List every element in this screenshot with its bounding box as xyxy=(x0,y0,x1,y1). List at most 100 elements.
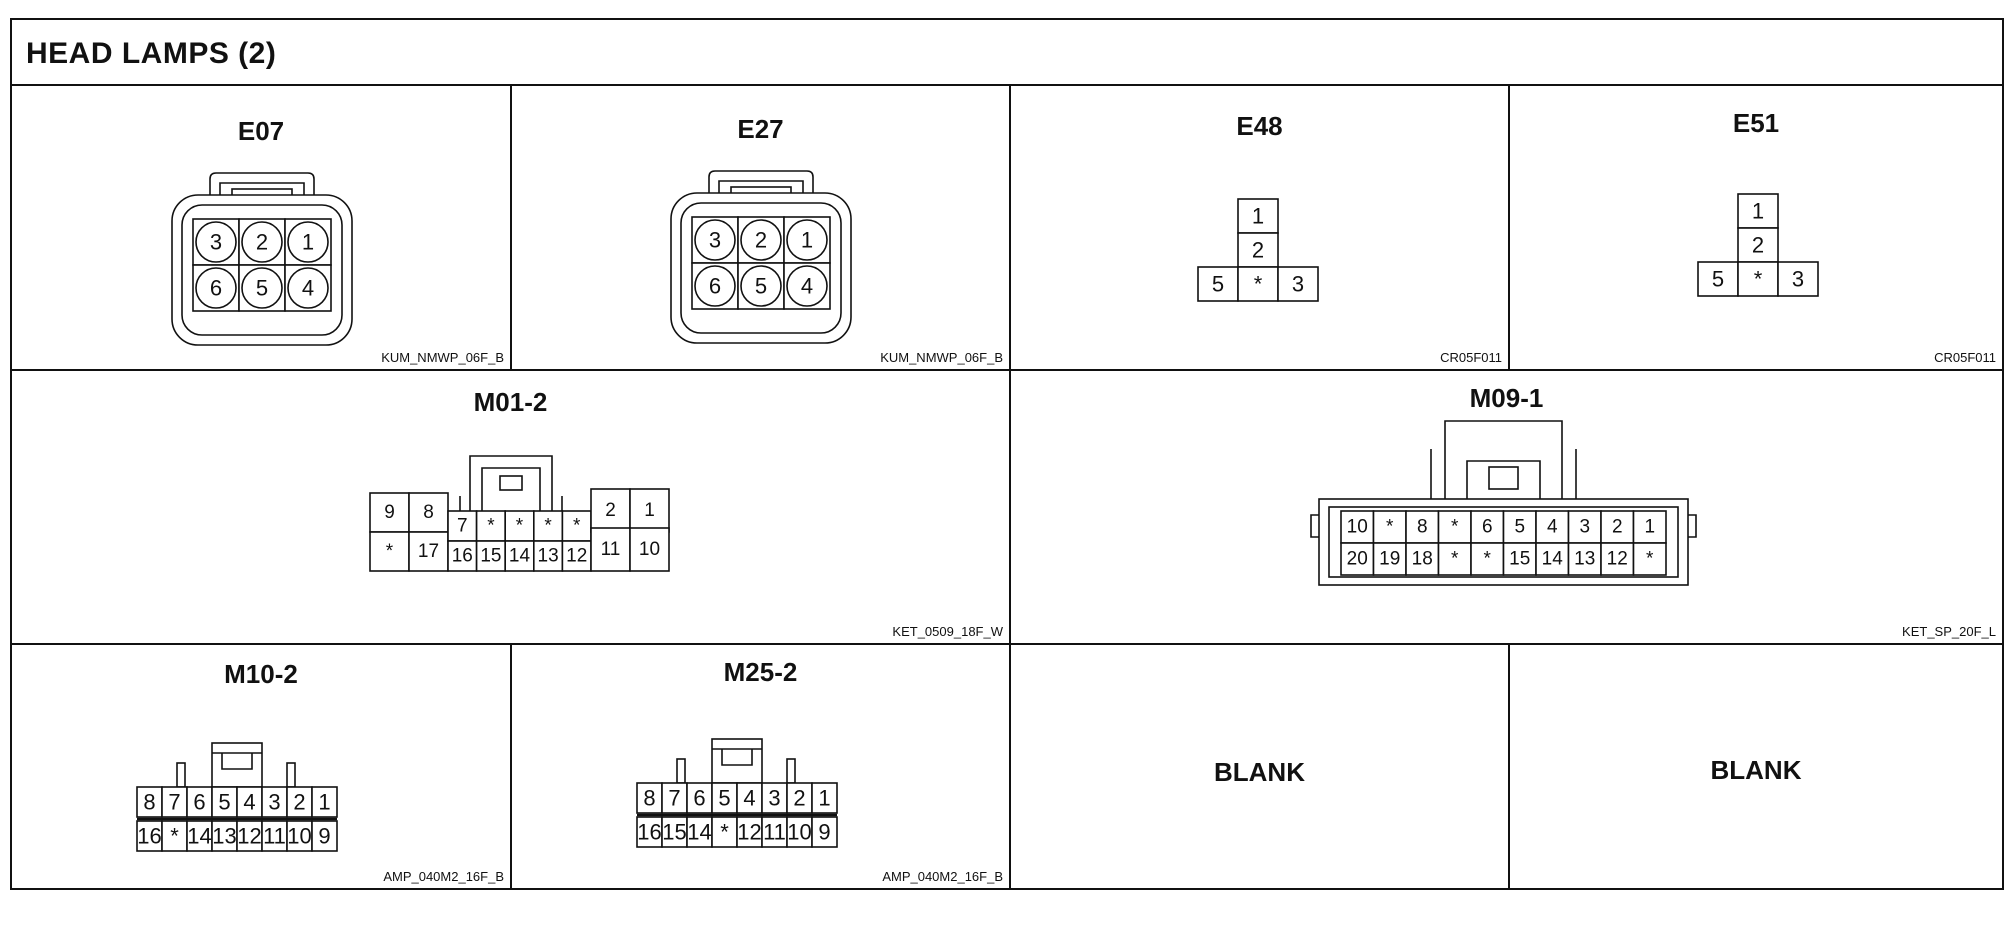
pin-cell xyxy=(286,786,313,818)
part-number: KUM_NMWP_06F_B xyxy=(381,350,504,365)
pin-cell xyxy=(1632,510,1667,544)
pin-label: 3 xyxy=(1792,267,1804,292)
pin-label: 15 xyxy=(662,820,686,845)
pin-label: 2 xyxy=(1752,233,1764,258)
pin-label: * xyxy=(544,516,552,537)
pin-label: 14 xyxy=(1542,549,1564,570)
pin-label: 5 xyxy=(256,276,268,301)
connector-e48-diagram: 125*3 xyxy=(1197,198,1319,302)
pin-label: 4 xyxy=(743,786,755,811)
pin-label: 14 xyxy=(187,824,211,849)
connector-name: E48 xyxy=(1236,111,1283,141)
pin-label: 8 xyxy=(643,786,655,811)
cell-blank-1: BLANK xyxy=(1011,645,1510,888)
pin-cell xyxy=(1237,198,1279,234)
pin-label: 13 xyxy=(1574,549,1595,570)
pin-label: 5 xyxy=(718,786,730,811)
latch-outline xyxy=(469,455,553,550)
connector-name: M10-2 xyxy=(224,659,298,689)
pin-cell xyxy=(1405,510,1440,544)
pin-cell xyxy=(532,540,564,572)
pin-label: * xyxy=(170,824,179,849)
pin-label: 20 xyxy=(1347,549,1368,570)
pin-label: * xyxy=(1451,517,1459,538)
pin-cell xyxy=(1237,266,1279,302)
pin-cell xyxy=(786,782,813,814)
connector-name: E27 xyxy=(737,114,784,144)
pin-cavity xyxy=(195,267,237,309)
pin-label: 1 xyxy=(1252,204,1264,229)
pin-cell xyxy=(1237,232,1279,268)
pin-label: 18 xyxy=(1412,549,1433,570)
connector-name: E07 xyxy=(237,116,285,146)
pin-cell xyxy=(1372,542,1407,576)
pin-label: 2 xyxy=(793,786,805,811)
pin-cavity xyxy=(740,265,782,307)
pin-label: 7 xyxy=(168,790,180,815)
pin-label: 5 xyxy=(1212,272,1224,297)
pin-label: * xyxy=(720,820,729,845)
latch-outline xyxy=(1444,420,1563,499)
pin-cell xyxy=(1535,542,1570,576)
pin-label: 14 xyxy=(509,546,531,567)
pin-cell xyxy=(561,540,592,572)
pin-label: 2 xyxy=(293,790,305,815)
pin-label: 10 xyxy=(639,539,660,560)
pin-cell xyxy=(786,816,813,848)
pin-label: 15 xyxy=(480,546,501,567)
pin-label: 1 xyxy=(1644,517,1655,538)
pin-label: 2 xyxy=(1252,238,1264,263)
blank-label: BLANK xyxy=(1710,755,1802,785)
pin-label: 12 xyxy=(566,546,587,567)
pin-label: 3 xyxy=(1292,272,1304,297)
pin-label: * xyxy=(1484,549,1492,570)
connector-name: M09-1 xyxy=(1469,383,1544,413)
pin-cell xyxy=(1470,542,1505,576)
pin-cell xyxy=(661,816,688,848)
pin-label: 3 xyxy=(709,228,721,253)
pin-label: 1 xyxy=(801,228,813,253)
pin-cell xyxy=(311,820,338,852)
pin-cell xyxy=(590,527,631,572)
pin-label: * xyxy=(1646,549,1654,570)
cell-blank-2: BLANK xyxy=(1510,645,2002,888)
latch-outline xyxy=(211,742,263,788)
pin-cavity xyxy=(195,221,237,263)
pin-label: 1 xyxy=(318,790,330,815)
pin-cell xyxy=(1277,266,1319,302)
pin-label: * xyxy=(1754,267,1763,292)
pin-label: 6 xyxy=(193,790,205,815)
pin-label: 10 xyxy=(287,824,311,849)
pin-label: 4 xyxy=(243,790,255,815)
latch-outline xyxy=(708,170,814,193)
pin-label: 19 xyxy=(1379,549,1400,570)
pin-cavity xyxy=(287,267,329,309)
latch-outline xyxy=(209,172,315,195)
pin-label: 10 xyxy=(787,820,811,845)
pin-cell xyxy=(408,531,449,572)
pin-label: 3 xyxy=(1579,517,1590,538)
pin-label: 2 xyxy=(256,230,268,255)
pin-cavity xyxy=(694,219,736,261)
pin-label: 4 xyxy=(1547,517,1558,538)
pin-label: 2 xyxy=(1612,517,1623,538)
post xyxy=(176,762,186,788)
pin-label: 6 xyxy=(709,274,721,299)
pin-label: 12 xyxy=(237,824,261,849)
pin-label: 7 xyxy=(668,786,680,811)
latch-outline xyxy=(711,738,763,784)
pin-label: 6 xyxy=(1482,517,1493,538)
pin-cell xyxy=(504,510,535,542)
latch-outline xyxy=(221,753,253,770)
pin-label: 9 xyxy=(318,824,330,849)
side-clip xyxy=(1688,514,1697,538)
pin-cell xyxy=(1567,542,1602,576)
pin-cavity xyxy=(740,219,782,261)
latch-tab xyxy=(1488,466,1519,490)
